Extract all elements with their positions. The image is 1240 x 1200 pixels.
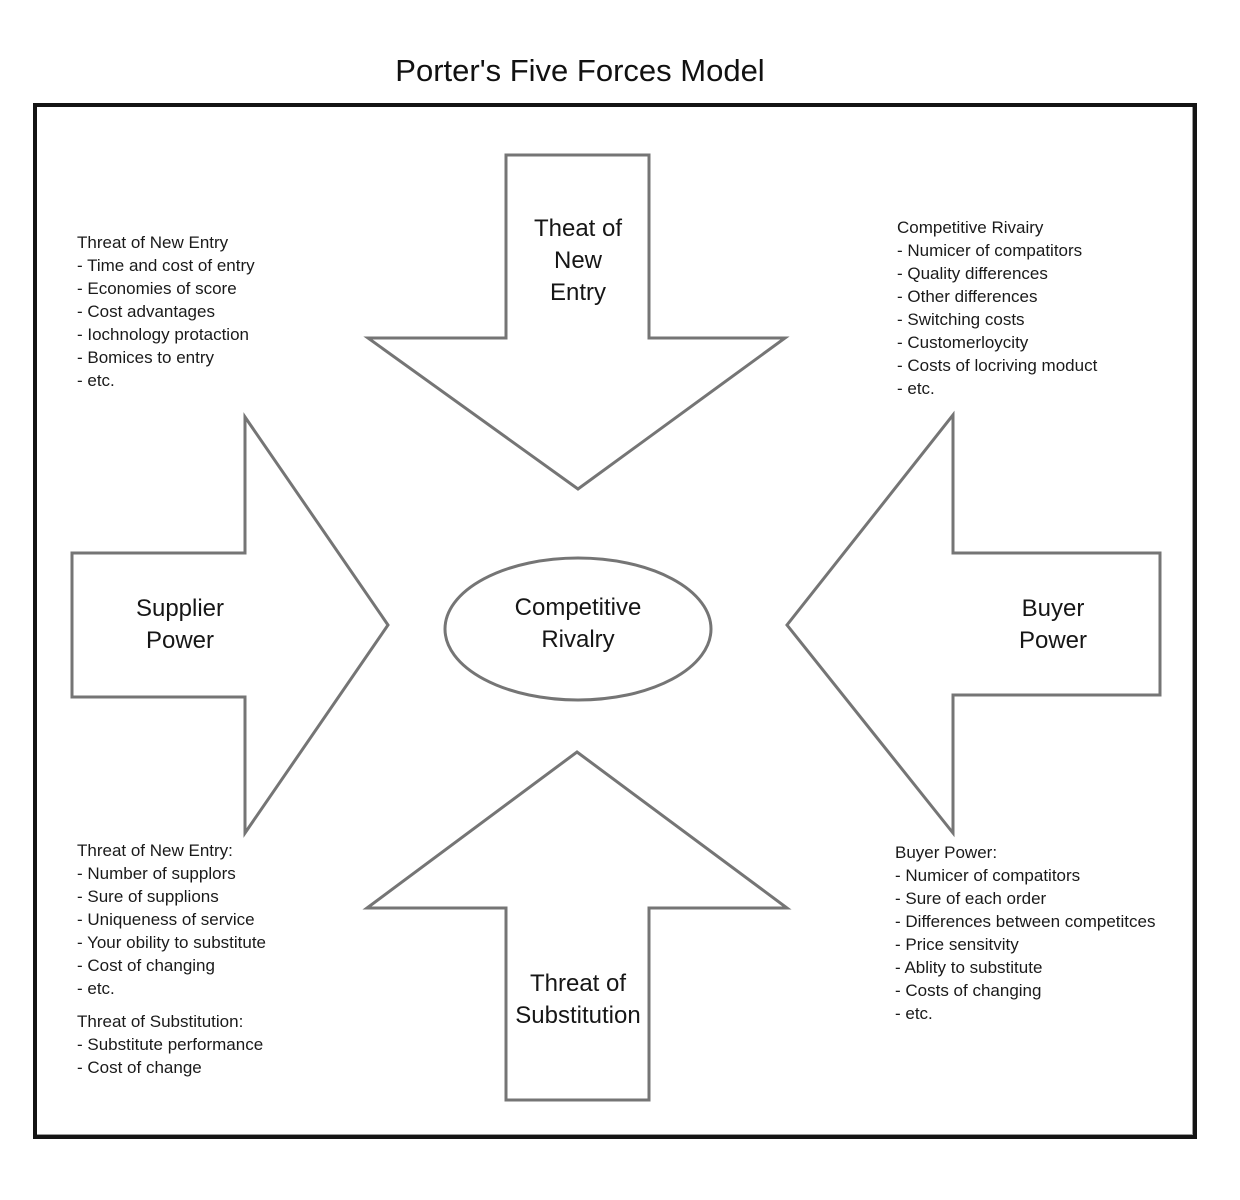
note-item: - Numicer of compatitors	[897, 241, 1083, 260]
left-arrow-label-line: Supplier	[135, 595, 225, 622]
note-item: - Numicer of compatitors	[895, 866, 1081, 885]
supplier-power-arrow	[70, 412, 390, 838]
note-item: - etc.	[77, 371, 115, 390]
note-item: - Other differences	[897, 287, 1038, 306]
note-competitive-rivalry: Competitive Rivairy - Numicer of compati…	[897, 216, 1097, 400]
right-arrow-label-line: Buyer	[1021, 595, 1085, 622]
note-item: - Price sensitvity	[895, 935, 1019, 954]
bottom-arrow-label-line: Substitution	[515, 1002, 641, 1029]
threat-of-substitution-arrow	[362, 750, 792, 1102]
buyer-power-arrow	[785, 410, 1162, 838]
note-item: - Differences between competitces	[895, 912, 1156, 931]
competitive-rivalry-ellipse	[443, 556, 713, 702]
note-item: - Substitute performance	[77, 1035, 264, 1054]
center-ellipse-label-line: Competitive	[514, 594, 642, 621]
note-item: - Costs of locriving moduct	[897, 356, 1098, 375]
note-item: - Cost advantages	[77, 302, 215, 321]
bottom-arrow-label-line: Threat of	[529, 970, 627, 997]
left-arrow-label: Supplier Power	[80, 593, 280, 657]
bottom-arrow-label: Threat of Substitution	[468, 968, 688, 1032]
note-item: - Your obility to substitute	[77, 933, 267, 952]
note-buyer-power: Buyer Power: - Numicer of compatitors - …	[895, 841, 1155, 1025]
note-group-gap	[77, 1000, 266, 1010]
top-arrow-label-line: Theat of	[533, 215, 623, 242]
note-item: - etc.	[77, 979, 115, 998]
note-item: - Number of supplors	[77, 864, 236, 883]
note-item: - Cost of change	[77, 1058, 202, 1077]
top-arrow-label-line: New	[553, 247, 602, 274]
note-item: - Ablity to substitute	[895, 958, 1043, 977]
note-item: - etc.	[897, 379, 935, 398]
note-item: - Uniqueness of service	[77, 910, 255, 929]
note-item: - Bomices to entry	[77, 348, 214, 367]
note-supplier-power-and-substitution: Threat of New Entry: - Number of supplor…	[77, 839, 266, 1079]
note-header: Competitive Rivairy	[897, 218, 1044, 237]
note-item: - etc.	[895, 1004, 933, 1023]
threat-of-new-entry-arrow	[363, 153, 790, 491]
center-ellipse-label-line: Rivalry	[541, 626, 615, 653]
note-item: - Iochnology protaction	[77, 325, 249, 344]
note-item: - Sure of each order	[895, 889, 1047, 908]
top-arrow-label-line: Entry	[549, 279, 606, 306]
center-ellipse-label: Competitive Rivalry	[478, 592, 678, 656]
note-header: Threat of New Entry:	[77, 841, 233, 860]
note-header: Buyer Power:	[895, 843, 998, 862]
page-title: Porter's Five Forces Model	[395, 53, 765, 88]
note-item: - Economies of score	[77, 279, 237, 298]
right-arrow-label: Buyer Power	[953, 593, 1153, 657]
note-header: Threat of New Entry	[77, 233, 229, 252]
note-item: - Switching costs	[897, 310, 1025, 329]
note-item: - Customerloycity	[897, 333, 1029, 352]
note-item: - Quality differences	[897, 264, 1048, 283]
note-item: - Sure of supplions	[77, 887, 219, 906]
note-header: Threat of Substitution:	[77, 1012, 244, 1031]
note-item: - Time and cost of entry	[77, 256, 255, 275]
left-arrow-label-line: Power	[145, 627, 215, 654]
right-arrow-label-line: Power	[1018, 627, 1088, 654]
note-threat-of-new-entry: Threat of New Entry - Time and cost of e…	[77, 231, 255, 392]
note-item: - Costs of changing	[895, 981, 1042, 1000]
note-item: - Cost of changing	[77, 956, 215, 975]
top-arrow-label: Theat of New Entry	[478, 213, 678, 309]
diagram-border-frame	[33, 103, 1197, 1139]
